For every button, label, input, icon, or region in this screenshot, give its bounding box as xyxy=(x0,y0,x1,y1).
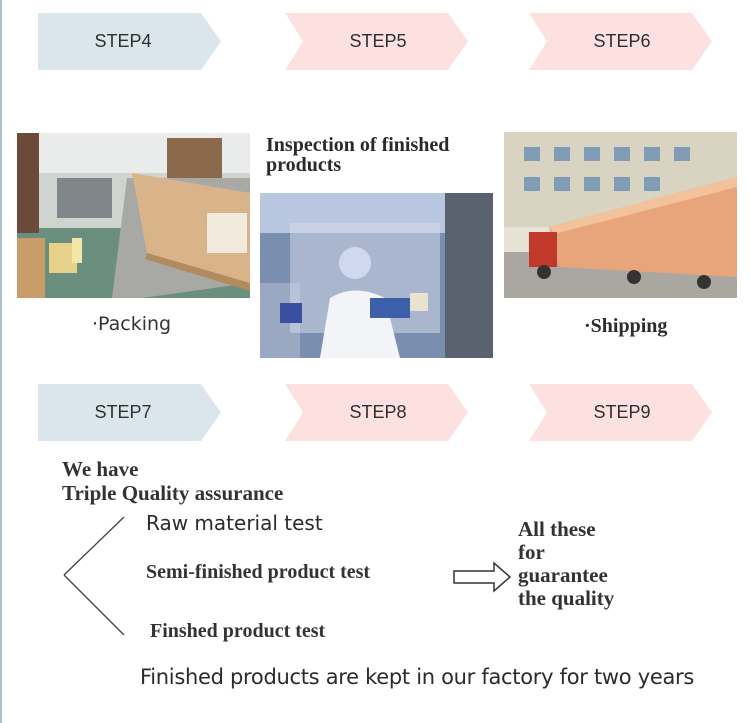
guarantee-line4: the quality xyxy=(518,586,615,610)
step5-label: STEP5 xyxy=(349,31,407,51)
raw-material-test: Raw material test xyxy=(146,511,323,535)
step9-label: STEP9 xyxy=(593,402,651,422)
step-arrow-shape xyxy=(529,384,712,441)
step-arrow-shape xyxy=(285,13,468,70)
step9-banner: STEP9 xyxy=(529,384,713,441)
step-arrow-shape xyxy=(38,13,221,70)
guarantee-line2: for xyxy=(518,540,545,564)
step7-label: STEP7 xyxy=(94,402,152,422)
packing-photo xyxy=(17,133,250,298)
semi-finished-test: Semi-finished product test xyxy=(146,561,371,583)
step6-banner: STEP6 xyxy=(529,13,713,70)
right-arrow-icon xyxy=(453,561,512,593)
step8-label: STEP8 xyxy=(349,402,407,422)
step-arrow-shape xyxy=(38,384,221,441)
guarantee-line1: All these xyxy=(518,517,596,541)
shipping-photo xyxy=(504,132,737,298)
left-border-rule xyxy=(0,0,2,723)
step-arrow-shape xyxy=(529,13,712,70)
finished-product-test: Finshed product test xyxy=(150,620,326,642)
packing-caption: ·Packing xyxy=(92,313,172,335)
inspection-photo xyxy=(260,193,493,358)
step8-banner: STEP8 xyxy=(285,384,469,441)
step6-label: STEP6 xyxy=(593,31,651,51)
footer-note: Finished products are kept in our factor… xyxy=(140,665,694,689)
step4-banner: STEP4 xyxy=(38,13,222,70)
bracket-lines xyxy=(63,516,125,636)
step4-label: STEP4 xyxy=(94,31,152,51)
quality-heading-line2: Triple Quality assurance xyxy=(62,481,284,505)
step7-banner: STEP7 xyxy=(38,384,222,441)
quality-heading-line1: We have xyxy=(62,457,139,481)
step-arrow-shape xyxy=(285,384,468,441)
step5-banner: STEP5 xyxy=(285,13,469,70)
guarantee-line3: guarantee xyxy=(518,563,608,587)
inspection-title: Inspection of finished products xyxy=(266,134,450,176)
shipping-caption: ·Shipping xyxy=(584,315,668,337)
